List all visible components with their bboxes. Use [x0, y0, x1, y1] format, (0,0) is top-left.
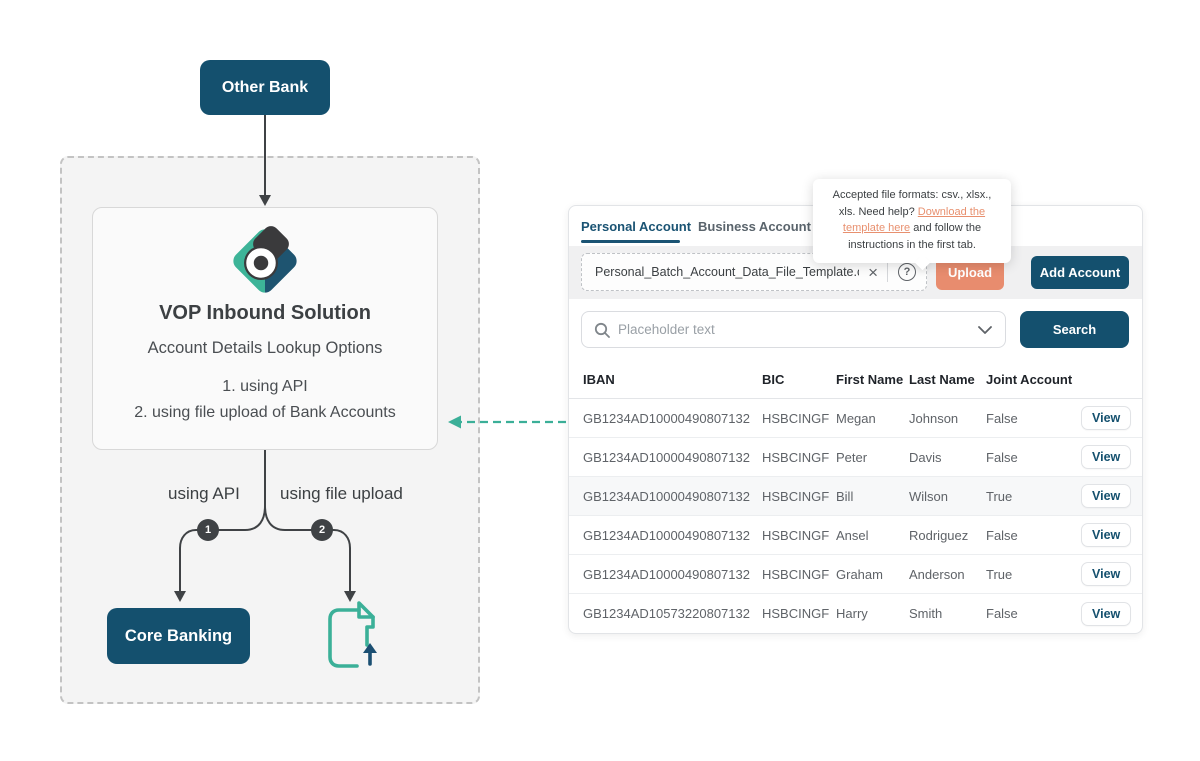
cell-iban: GB1234AD10000490807132 — [583, 410, 750, 426]
col-iban: IBAN — [583, 372, 615, 387]
view-button[interactable]: View — [1081, 601, 1132, 626]
help-icon[interactable]: ? — [898, 263, 916, 281]
solution-subtitle: Account Details Lookup Options — [147, 339, 383, 357]
cell-iban: GB1234AD10000490807132 — [583, 527, 750, 543]
cell-last: Wilson — [909, 488, 949, 504]
vop-solution-box: VOP Inbound Solution Account Details Loo… — [92, 207, 438, 450]
cell-first: Ansel — [836, 527, 869, 543]
step-badge-2: 2 — [311, 519, 333, 541]
cell-last: Davis — [909, 449, 942, 465]
core-banking-node: Core Banking — [107, 608, 250, 664]
view-button[interactable]: View — [1081, 523, 1132, 547]
cell-bic: HSBCINGF — [762, 566, 830, 582]
search-icon — [594, 322, 610, 338]
view-button[interactable]: View — [1081, 445, 1132, 469]
cell-last: Rodriguez — [909, 527, 969, 543]
active-tab-underline — [581, 240, 680, 243]
step-badge-1: 1 — [197, 519, 219, 541]
cell-joint: False — [986, 449, 1018, 465]
table-row: GB1234AD10000490807132 HSBCINGF Peter Da… — [569, 438, 1142, 477]
cell-last: Smith — [909, 606, 943, 621]
cell-iban: GB1234AD10000490807132 — [583, 449, 750, 465]
cell-first: Graham — [836, 566, 883, 582]
solution-options: 1. using API 2. using file upload of Ban… — [134, 374, 396, 425]
table-row: GB1234AD10000490807132 HSBCINGF Megan Jo… — [569, 399, 1142, 438]
chevron-down-icon[interactable] — [978, 325, 992, 334]
tooltip-text-before: Accepted file formats: csv., xlsx., xls.… — [832, 189, 992, 218]
selected-filename: Personal_Batch_Account_Data_File_Templat… — [595, 265, 860, 279]
search-input[interactable] — [618, 322, 978, 337]
cell-joint: False — [986, 527, 1018, 543]
cell-joint: True — [986, 566, 1013, 582]
search-button[interactable]: Search — [1020, 311, 1129, 348]
cell-iban: GB1234AD10000490807132 — [583, 566, 750, 582]
cell-last: Johnson — [909, 410, 959, 426]
other-bank-node: Other Bank — [200, 60, 330, 115]
cell-joint: False — [986, 606, 1018, 621]
vop-logo-icon — [227, 222, 303, 296]
add-account-button[interactable]: Add Account — [1031, 256, 1129, 289]
cell-first: Megan — [836, 410, 876, 426]
option-api: 1. using API — [222, 378, 308, 395]
tab-business-account[interactable]: Business Account — [698, 219, 811, 234]
table-row: GB1234AD10573220807132 HSBCINGF Harry Sm… — [569, 594, 1142, 633]
table-row: GB1234AD10000490807132 HSBCINGF Graham A… — [569, 555, 1142, 594]
cell-bic: HSBCINGF — [762, 527, 830, 543]
cell-first: Harry — [836, 606, 868, 621]
cell-iban: GB1234AD10573220807132 — [583, 606, 750, 621]
cell-bic: HSBCINGF — [762, 606, 830, 621]
tab-personal-account[interactable]: Personal Account — [581, 219, 692, 234]
cell-last: Anderson — [909, 566, 965, 582]
upload-help-tooltip: Accepted file formats: csv., xlsx., xls.… — [813, 179, 1011, 271]
cell-joint: True — [986, 488, 1013, 504]
branch-label-api: using API — [168, 484, 240, 503]
download-template-link[interactable]: Download the template here — [842, 205, 986, 235]
cell-bic: HSBCINGF — [762, 488, 830, 504]
col-first-name: First Name — [836, 372, 904, 387]
view-button[interactable]: View — [1081, 562, 1132, 586]
cell-joint: False — [986, 410, 1018, 426]
col-bic: BIC — [762, 372, 785, 387]
other-bank-label: Other Bank — [221, 78, 309, 96]
option-file-upload: 2. using file upload of Bank Accounts — [134, 403, 396, 421]
branch-label-file-upload: using file upload — [280, 484, 403, 503]
file-upload-icon — [326, 600, 378, 673]
table-row: GB1234AD10000490807132 HSBCINGF Ansel Ro… — [569, 516, 1142, 555]
col-last-name: Last Name — [909, 372, 975, 387]
cell-bic: HSBCINGF — [762, 449, 830, 465]
solution-title: VOP Inbound Solution — [159, 302, 371, 324]
cell-bic: HSBCINGF — [762, 410, 830, 426]
core-banking-label: Core Banking — [124, 626, 233, 645]
view-button[interactable]: View — [1081, 406, 1132, 430]
cell-first: Bill — [836, 488, 854, 504]
search-box — [581, 311, 1006, 348]
accounts-panel: Personal Account Business Account Person… — [568, 205, 1143, 634]
cell-iban: GB1234AD10000490807132 — [583, 488, 750, 504]
clear-file-button[interactable]: × — [859, 264, 887, 281]
view-button[interactable]: View — [1081, 484, 1132, 508]
table-header: IBAN BIC First Name Last Name Joint Acco… — [569, 361, 1142, 399]
tooltip-text-after: and follow the instructions in the first… — [848, 222, 982, 251]
col-joint-account: Joint Account — [986, 372, 1073, 387]
divider — [887, 262, 888, 282]
cell-first: Peter — [836, 449, 868, 465]
table-row: GB1234AD10000490807132 HSBCINGF Bill Wil… — [569, 477, 1142, 516]
